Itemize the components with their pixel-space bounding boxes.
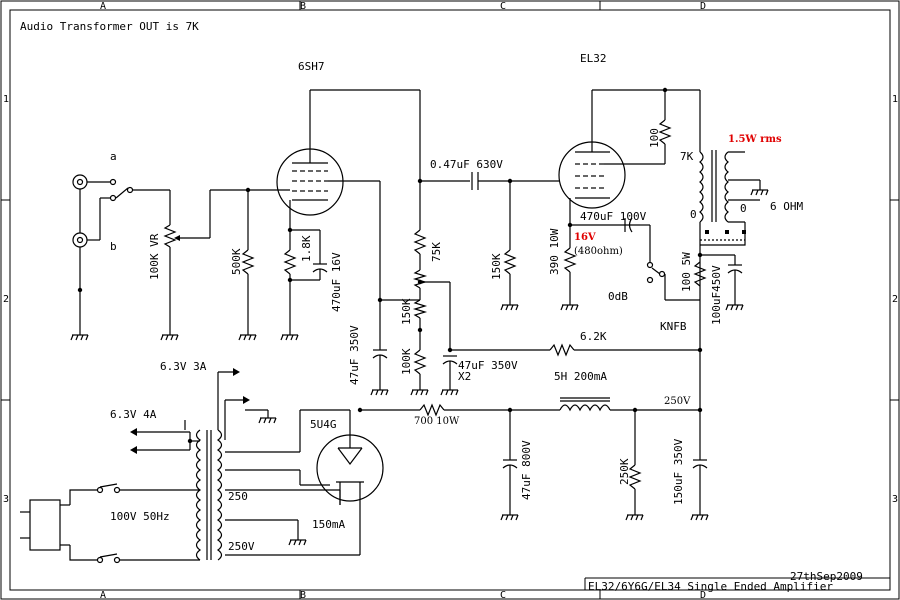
screen-resistor-el32: 100	[640, 90, 672, 165]
b-plus-label: 250V	[664, 396, 691, 407]
col-ref-a-bottom: A	[100, 590, 106, 600]
row-ref-1-left: 1	[3, 94, 9, 105]
col-ref-c-top: C	[500, 1, 506, 12]
r-150k-top-label: 150K	[400, 298, 413, 325]
footer-title: EL32/6Y6G/EL34 Single Ended Amplifier	[588, 580, 833, 593]
volume-pot: 100K VR	[148, 189, 290, 341]
ot-out-label: 6 OHM	[770, 200, 803, 213]
tube-5u4g: 5U4G	[310, 410, 384, 505]
footer-date: 27thSep2009	[790, 570, 863, 583]
r-75k-label: 75K	[430, 242, 443, 262]
output-transformer: 1.5W rms 7K 0 0 6 OHM	[680, 90, 803, 410]
col-ref-a-top: A	[100, 1, 106, 12]
tube-6sh7: 6SH7	[276, 60, 420, 230]
choke-label: 5H 200mA	[554, 370, 607, 383]
col-ref-b-bottom: B	[300, 590, 306, 600]
power-supply-filter: 700 10W 5H 200mA 250V 47uF 800V 250K 150…	[357, 370, 709, 521]
heater-2-label: 6.3V 4A	[110, 408, 157, 421]
c-470u100-label: 470uF 100V	[580, 210, 647, 223]
c-47u350-x2-label: 47uF 350V	[458, 359, 518, 372]
screen-supply-6sh7: 47uF 350V	[328, 180, 420, 396]
cathode-ohm-label: (480ohm)	[574, 246, 623, 257]
col-ref-c-bottom: C	[500, 590, 506, 600]
r-100-g2-label: 100	[648, 128, 661, 148]
tube-el32-label: EL32	[580, 52, 607, 65]
ot-primary-label: 7K	[680, 150, 694, 163]
hv-2-label: 250V	[228, 540, 255, 553]
r-1k8-label: 1.8K	[300, 235, 313, 262]
input-a-label: a	[110, 150, 117, 163]
resistor-500k: 500K	[230, 187, 257, 341]
c-100u450-label: 100uF450V	[710, 265, 723, 325]
title-note: Audio Transformer OUT is 7K	[20, 20, 199, 33]
ot-zero-right-label: 0	[740, 202, 747, 215]
vr-label: 100K VR	[148, 233, 161, 280]
c-150u350-label: 150uF 350V	[672, 438, 685, 505]
c-047-label: 0.47uF 630V	[430, 158, 503, 171]
r-100-5w-label: 100 5W	[680, 252, 693, 292]
row-ref-2-left: 2	[3, 294, 9, 305]
cathode-bias-el32: 390 10W 470uF 100V 16V (480ohm) 0dB KNFB	[548, 210, 700, 333]
tube-6sh7-label: 6SH7	[298, 60, 325, 73]
row-ref-2-right: 2	[892, 294, 898, 305]
power-transformer: 6.3V 4A 6.3V 3A 250 150mA 250V	[69, 360, 361, 564]
mains-plug-icon	[20, 499, 70, 551]
r-390-label: 390 10W	[548, 228, 561, 275]
decoupling-x2: 47uF 350V X2 6.2K	[440, 282, 703, 396]
cathode-bias-6sh7: 1.8K 470uF 16V	[280, 227, 343, 341]
tube-el32: EL32	[558, 52, 700, 225]
c-470u16-label: 470uF 16V	[330, 252, 343, 312]
power-rms-label: 1.5W rms	[728, 134, 782, 145]
mains-label: 100V 50Hz	[110, 510, 170, 523]
r-250k-label: 250K	[618, 458, 631, 485]
input-b-label: b	[110, 240, 117, 253]
grid-leak-el32: 150K	[490, 178, 560, 311]
col-ref-d-top: D	[700, 1, 706, 12]
row-ref-3-left: 3	[3, 494, 9, 505]
r-500k-label: 500K	[230, 248, 243, 275]
plate-load-6sh7: 75K 150K 100K 0.47uF 630V	[400, 90, 510, 396]
r-150k-grid-label: 150K	[490, 253, 503, 280]
c-47u800-label: 47uF 800V	[520, 440, 533, 500]
x2-label: X2	[458, 370, 471, 383]
plate-decoupling-el32: 100 5W 100uF450V	[680, 252, 744, 325]
tube-5u4g-label: 5U4G	[310, 418, 337, 431]
hv-1-label: 250	[228, 490, 248, 503]
input-section: a b	[70, 150, 170, 341]
c-47u350-left-label: 47uF 350V	[348, 325, 361, 385]
col-ref-b-top: B	[300, 1, 306, 12]
cathode-v-label: 16V	[574, 232, 596, 243]
row-ref-3-right: 3	[892, 494, 898, 505]
r-6k2-label: 6.2K	[580, 330, 607, 343]
knfb-label: KNFB	[660, 320, 687, 333]
hv-current-label: 150mA	[312, 518, 345, 531]
heater-1-label: 6.3V 3A	[160, 360, 207, 373]
ot-zero-left-label: 0	[690, 208, 697, 221]
r-100k-label: 100K	[400, 348, 413, 375]
row-ref-1-right: 1	[892, 94, 898, 105]
r-700-label: 700 10W	[414, 416, 460, 427]
zero-db-label: 0dB	[608, 290, 628, 303]
col-ref-d-bottom: D	[700, 590, 706, 600]
